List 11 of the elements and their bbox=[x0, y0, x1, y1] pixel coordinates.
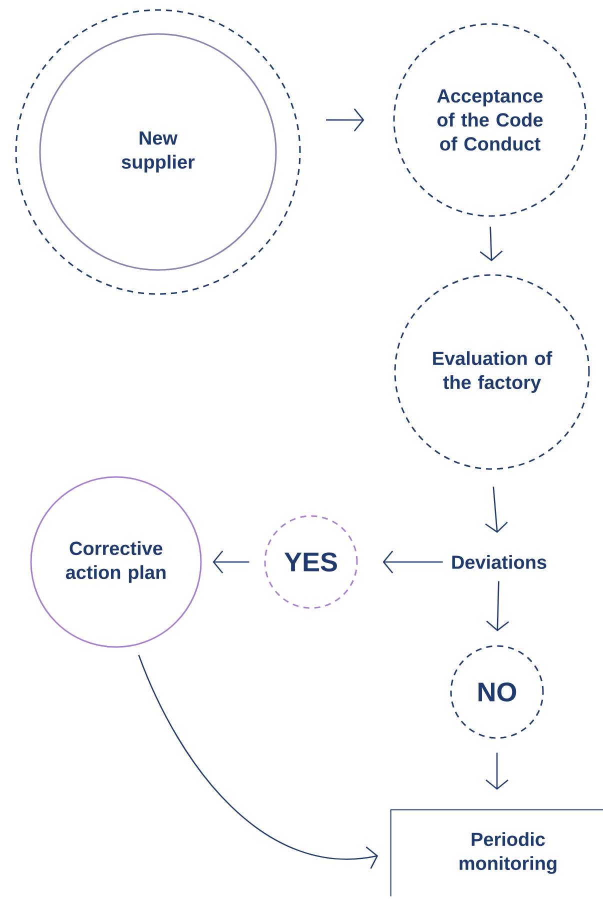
decision-label: Deviations bbox=[452, 555, 546, 569]
arrow bbox=[326, 108, 364, 132]
arrow bbox=[212, 550, 250, 574]
arrow bbox=[485, 486, 508, 533]
monitoring-box: Periodic monitoring bbox=[390, 809, 603, 897]
dashed-ring bbox=[15, 9, 301, 295]
arrow bbox=[486, 752, 508, 790]
arrow bbox=[382, 550, 443, 574]
arrow bbox=[486, 581, 510, 632]
arrow bbox=[138, 654, 378, 869]
arrow bbox=[480, 226, 503, 262]
